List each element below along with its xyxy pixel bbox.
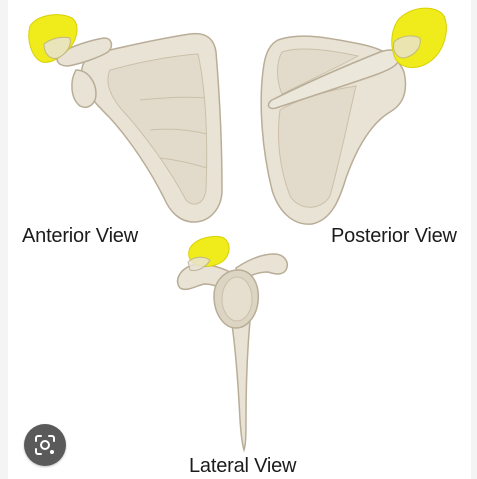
- image-search-icon: [35, 435, 55, 455]
- lateral-acromion-tip: [187, 256, 211, 271]
- anterior-glenoid-neck: [71, 69, 97, 108]
- posterior-view-label: Posterior View: [331, 225, 457, 247]
- anterior-view-label: Anterior View: [22, 225, 138, 247]
- lateral-scapula: [176, 235, 288, 453]
- anterior-coracoid-process: [56, 37, 113, 67]
- lateral-scapula-body: [227, 299, 253, 453]
- posterior-acromion-bone: [393, 35, 421, 59]
- anterior-ridge-3: [159, 157, 208, 169]
- posterior-supraspinous-fossa: [277, 48, 360, 95]
- left-edge-band: [0, 0, 8, 479]
- posterior-scapular-spine: [267, 49, 401, 110]
- anterior-ridge-2: [149, 128, 208, 135]
- anterior-ridge-1: [139, 96, 206, 101]
- right-edge-band: [471, 0, 477, 479]
- anterior-scapula: [28, 14, 223, 223]
- image-search-button[interactable]: [24, 424, 66, 466]
- lateral-view-label: Lateral View: [189, 455, 297, 477]
- posterior-infraspinous-fossa: [278, 85, 357, 208]
- posterior-scapula: [260, 7, 447, 225]
- lateral-glenoid-surface: [221, 276, 253, 322]
- anterior-acromion-bone: [43, 36, 71, 59]
